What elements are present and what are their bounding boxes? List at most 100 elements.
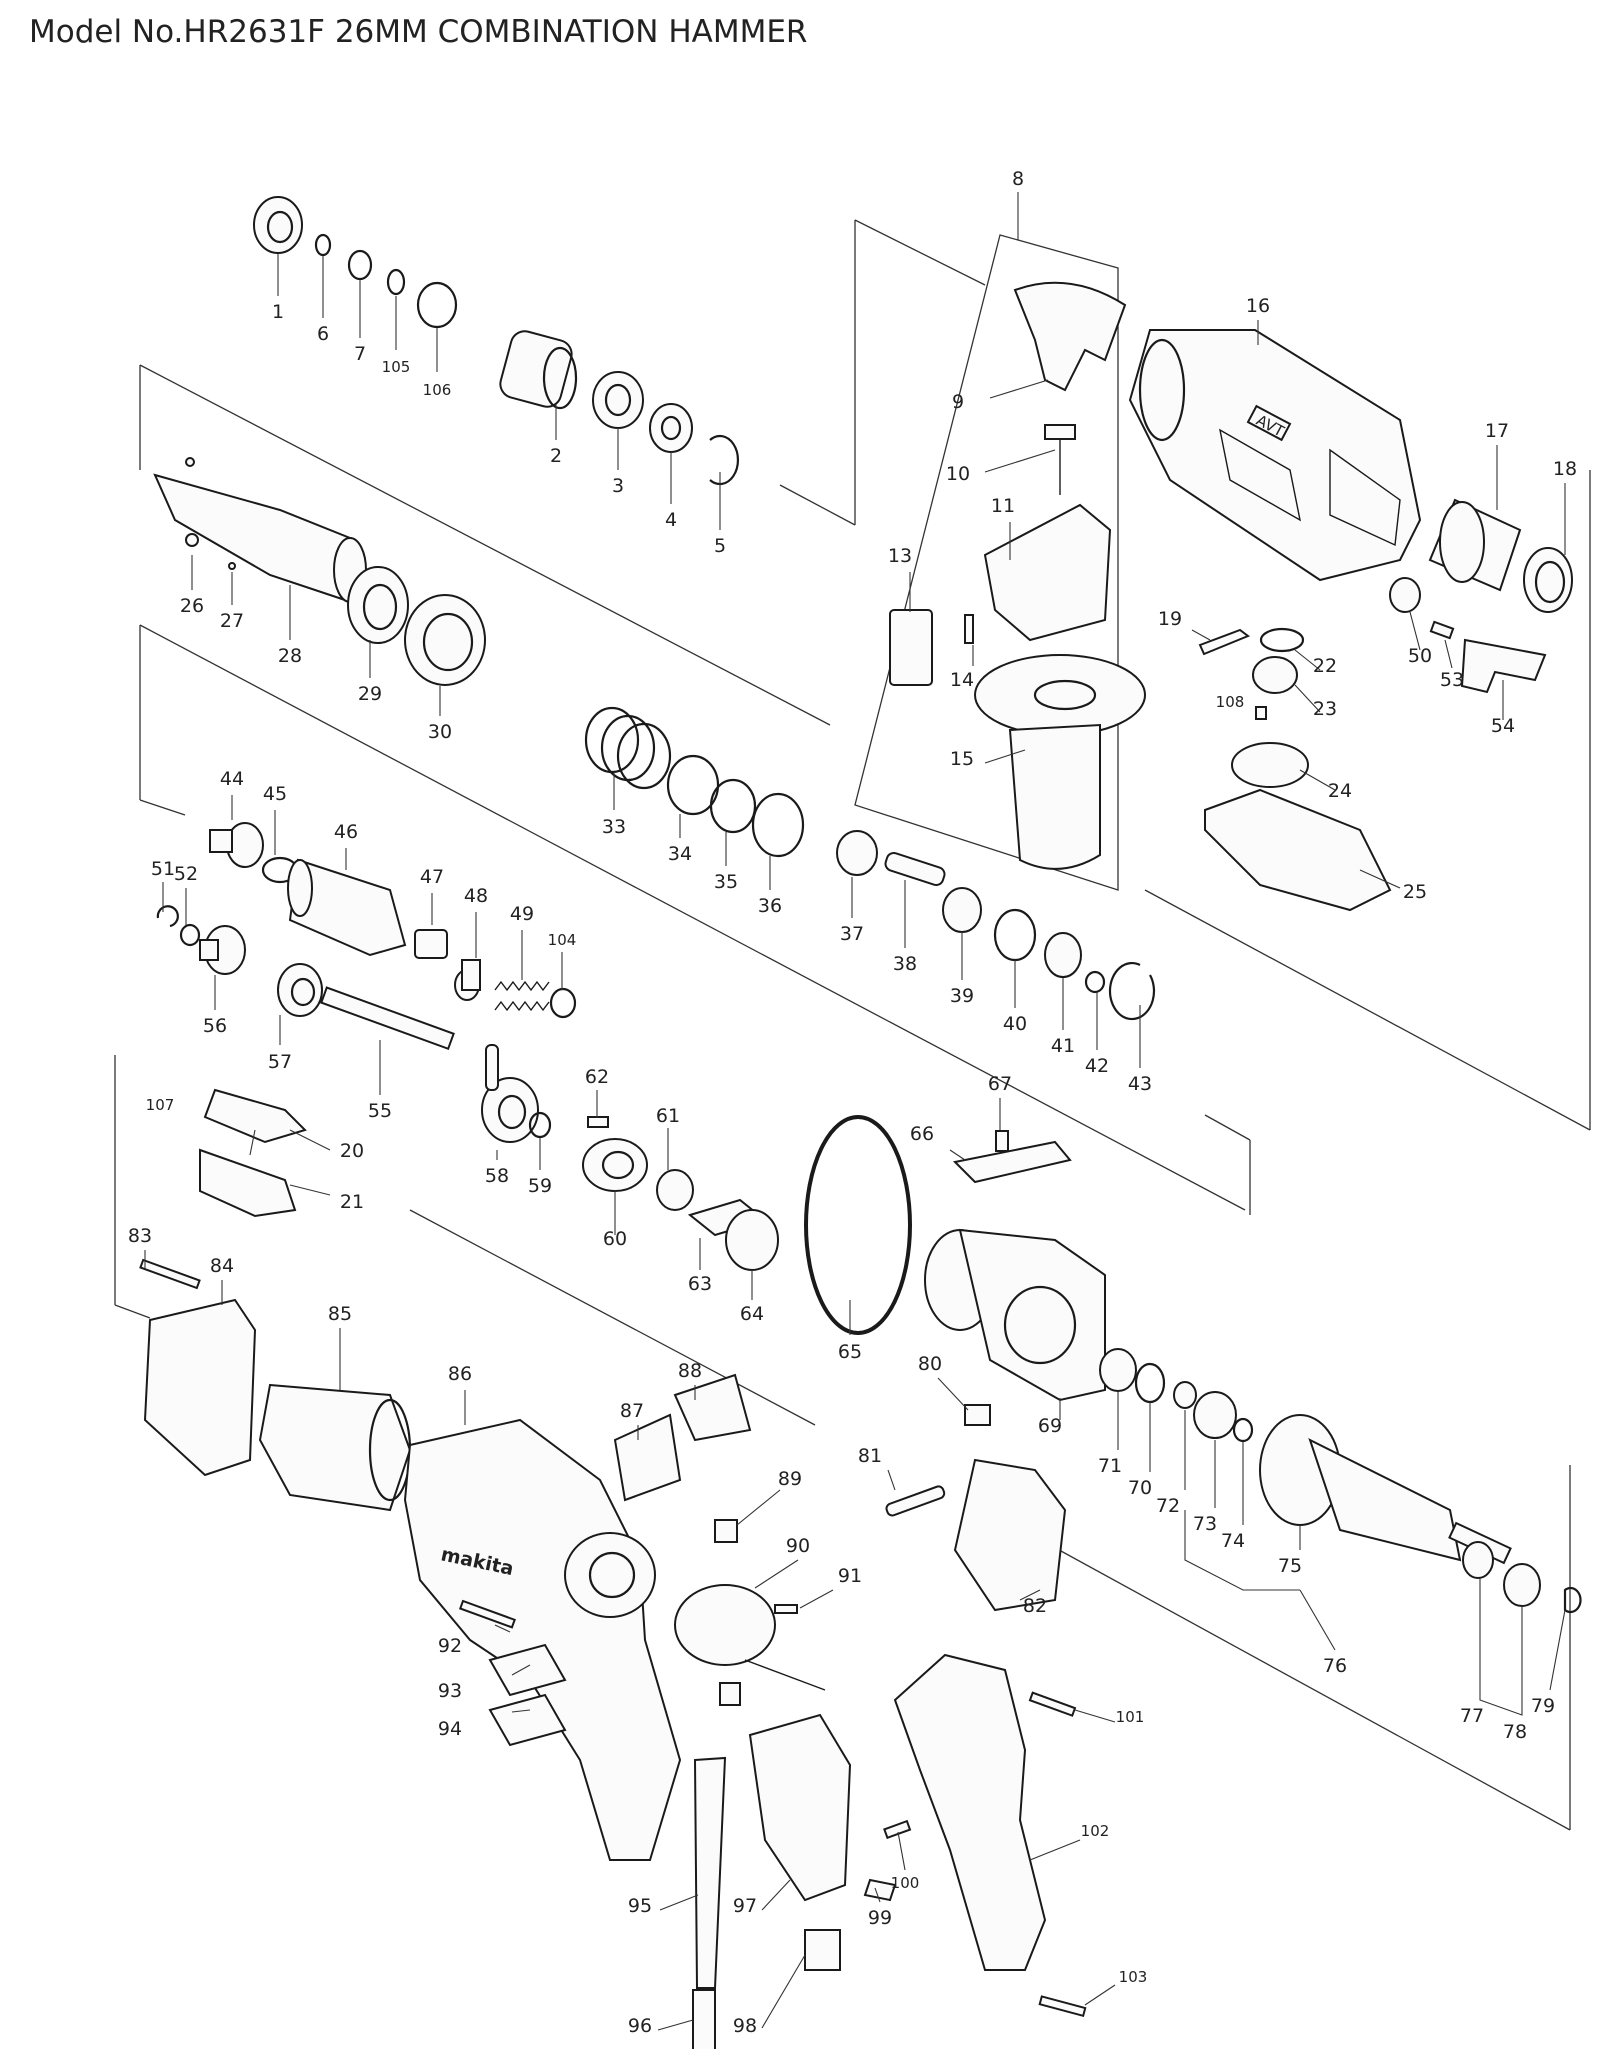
callout-47: 47 <box>420 866 444 888</box>
part-103-screw <box>1038 1995 1087 2018</box>
part-56-clutch <box>199 925 246 975</box>
callout-93: 93 <box>438 1680 462 1702</box>
callout-84: 84 <box>210 1255 234 1277</box>
part-42-oring <box>1084 970 1106 994</box>
part-96-cord <box>692 1989 716 2049</box>
callout-27: 27 <box>220 610 244 632</box>
part-33-spring <box>584 706 672 790</box>
callout-25: 25 <box>1403 881 1427 903</box>
part-46-cylinder <box>287 858 407 957</box>
part-91-screw <box>774 1604 798 1614</box>
part-65-oring <box>804 1115 912 1335</box>
part-47-block <box>414 929 448 959</box>
part-106-washer <box>416 281 458 329</box>
part-39-ring <box>942 887 982 933</box>
callout-19: 19 <box>1158 608 1182 630</box>
part-81-pin <box>885 1485 946 1517</box>
callout-35: 35 <box>714 871 738 893</box>
part-92-screw <box>458 1599 516 1629</box>
callout-54: 54 <box>1491 715 1515 737</box>
callout-28: 28 <box>278 645 302 667</box>
part-29-retainer <box>347 566 409 644</box>
callout-61: 61 <box>656 1105 680 1127</box>
part-7-washer <box>347 249 373 281</box>
callout-49: 49 <box>510 903 534 925</box>
callout-60: 60 <box>603 1228 627 1250</box>
callout-21: 21 <box>340 1191 364 1213</box>
callout-57: 57 <box>268 1051 292 1073</box>
part-99-clamp <box>863 1878 897 1902</box>
part-sketches: AVT <box>139 196 1582 2049</box>
part-21-lock <box>199 1148 297 1218</box>
callout-6: 6 <box>317 323 329 345</box>
part-100-screw <box>883 1819 912 1840</box>
callout-72: 72 <box>1156 1495 1180 1517</box>
part-20-plate <box>203 1088 307 1144</box>
part-69-housing <box>924 1228 1106 1402</box>
part-101-screw <box>1028 1691 1077 1717</box>
callout-46: 46 <box>334 821 358 843</box>
callout-69: 69 <box>1038 1415 1062 1437</box>
callout-40: 40 <box>1003 1013 1027 1035</box>
part-6-ring <box>314 233 332 257</box>
part-3-ring <box>592 371 644 429</box>
part-78-bearing <box>1503 1563 1541 1607</box>
part-40-ring <box>993 908 1037 962</box>
part-15-side-grip <box>974 654 1146 870</box>
callout-1: 1 <box>272 301 284 323</box>
part-43-clip <box>1108 962 1156 1021</box>
part-86-housing-half: makita <box>403 1418 682 1861</box>
callout-48: 48 <box>464 885 488 907</box>
part-30-gear <box>404 594 486 686</box>
callout-92: 92 <box>438 1635 462 1657</box>
callout-103: 103 <box>1119 1968 1148 1986</box>
part-28-barrel <box>153 457 367 603</box>
part-84-bracket <box>143 1298 257 1477</box>
part-71-washer <box>1099 1348 1137 1392</box>
part-48-pin <box>454 959 481 1001</box>
part-55-shaft <box>320 986 455 1051</box>
part-34-ring <box>666 754 720 816</box>
part-24-cam <box>1231 742 1309 788</box>
callout-90: 90 <box>786 1535 810 1557</box>
part-41-ring <box>1044 932 1082 978</box>
part-27-ball <box>228 562 236 570</box>
callout-73: 73 <box>1193 1513 1217 1535</box>
part-9-clamp-band <box>1013 281 1127 392</box>
callout-64: 64 <box>740 1303 764 1325</box>
callout-78: 78 <box>1503 1721 1527 1743</box>
callout-41: 41 <box>1051 1035 1075 1057</box>
callout-62: 62 <box>585 1066 609 1088</box>
callout-76: 76 <box>1323 1655 1347 1677</box>
callout-53: 53 <box>1440 669 1464 691</box>
callout-14: 14 <box>950 669 974 691</box>
part-54-plate <box>1460 638 1547 694</box>
part-94-label <box>488 1693 567 1747</box>
callout-102: 102 <box>1081 1822 1110 1840</box>
callout-74: 74 <box>1221 1530 1245 1552</box>
callout-99: 99 <box>868 1907 892 1929</box>
part-62-screw <box>587 1116 609 1128</box>
part-108-pin <box>1255 706 1267 720</box>
part-19-lever <box>1198 628 1251 656</box>
part-13-button <box>889 609 933 686</box>
part-87-label <box>613 1413 682 1502</box>
part-51-clip <box>156 905 179 928</box>
part-61-bearing <box>656 1169 694 1211</box>
callout-105: 105 <box>382 358 411 376</box>
leader-lines <box>144 192 1566 2031</box>
part-77-washer <box>1462 1541 1494 1579</box>
part-4-washer <box>649 403 693 453</box>
callout-44: 44 <box>220 768 244 790</box>
callout-107: 107 <box>146 1096 175 1114</box>
part-93-label <box>488 1643 567 1697</box>
callout-94: 94 <box>438 1718 462 1740</box>
part-97-switch <box>748 1713 852 1902</box>
callout-71: 71 <box>1098 1455 1122 1477</box>
callout-52: 52 <box>174 863 198 885</box>
callout-39: 39 <box>950 985 974 1007</box>
callout-63: 63 <box>688 1273 712 1295</box>
part-70-ring <box>1134 1362 1166 1404</box>
part-36-ring <box>751 792 805 858</box>
part-23-knob <box>1252 656 1298 694</box>
